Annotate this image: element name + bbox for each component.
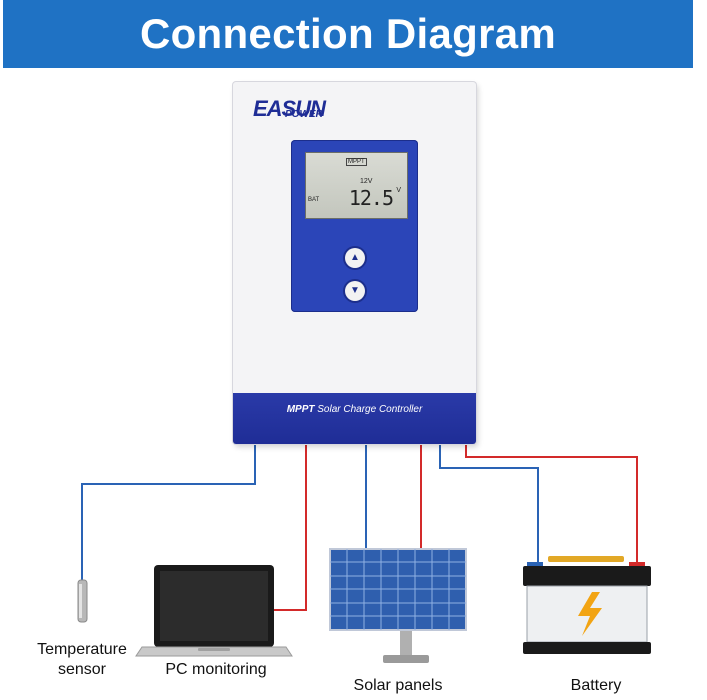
diagram-title: Connection Diagram: [139, 10, 557, 57]
laptop-icon: [135, 565, 293, 657]
lcd-unit: V: [396, 187, 401, 194]
chevron-down-icon: ▼: [350, 285, 360, 296]
brand-sub: POWER: [285, 109, 323, 120]
down-button[interactable]: ▼: [345, 281, 365, 301]
temperature-sensor-icon: [77, 579, 88, 623]
lcd-display: MPPT 12V BAT 12.5 V: [305, 152, 408, 219]
lcd-mode: MPPT: [346, 158, 367, 166]
lcd-reading: 12.5: [348, 186, 394, 210]
brand-logo: EASUN POWER: [253, 96, 326, 121]
label-pc-monitoring: PC monitoring: [165, 661, 267, 678]
wire-battery-positive: [465, 444, 638, 566]
up-button[interactable]: ▲: [345, 248, 365, 268]
solar-panel-icon: [329, 548, 467, 663]
product-prefix: MPPT: [286, 404, 315, 415]
product-label: MPPT Solar Charge Controller: [233, 404, 476, 415]
lcd-voltage-label: 12V: [360, 178, 373, 185]
label-temperature-sensor: Temperature sensor: [37, 641, 127, 678]
label-solar-panels: Solar panels: [353, 677, 443, 694]
wire-temperature-sensor: [81, 444, 256, 580]
wire-pc-monitoring: [274, 444, 307, 611]
title-banner: Connection Diagram: [3, 0, 693, 68]
chevron-up-icon: ▲: [350, 252, 360, 263]
label-battery: Battery: [570, 677, 622, 694]
lcd-bat-label: BAT: [308, 197, 320, 203]
controller-base: [233, 393, 476, 444]
brand-main: EASUN: [253, 96, 326, 121]
product-name: Solar Charge Controller: [317, 404, 423, 415]
battery-icon: [523, 556, 651, 654]
wire-battery-negative: [439, 444, 539, 566]
